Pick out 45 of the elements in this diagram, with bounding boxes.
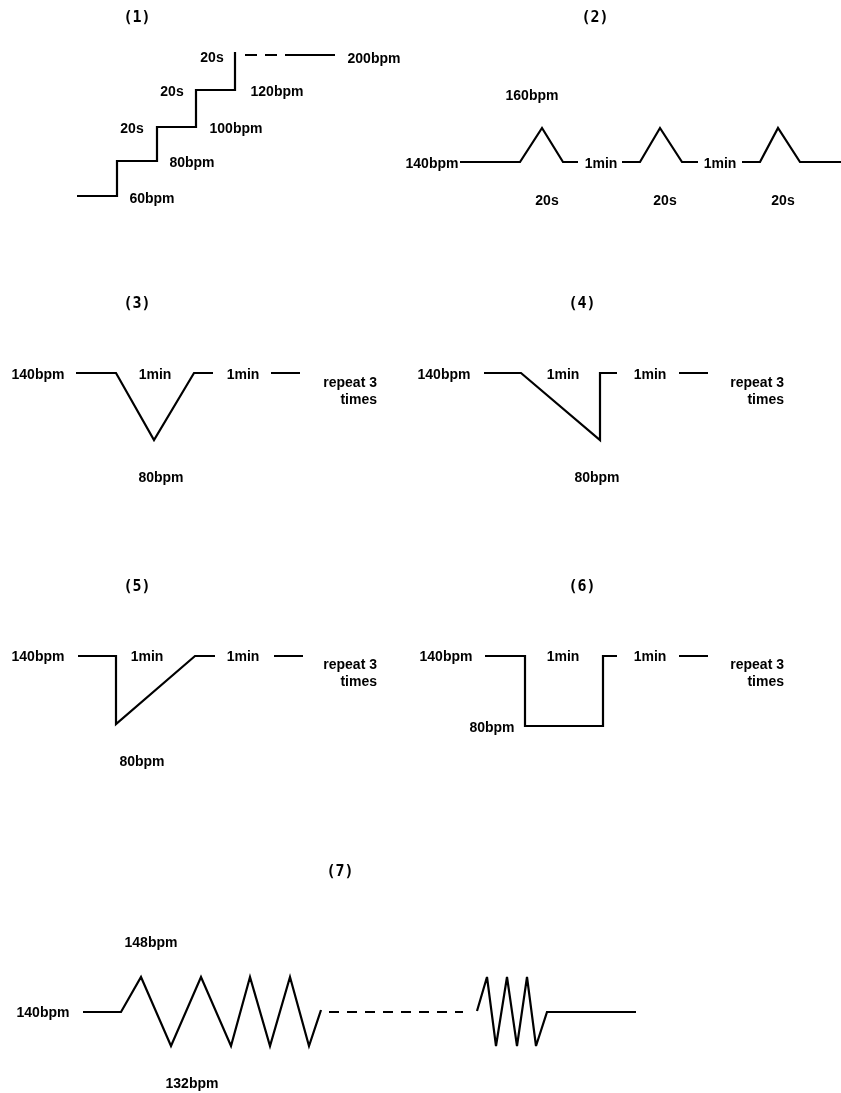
heart-rate-label: 60bpm <box>129 189 175 207</box>
panel-number: (2) <box>581 8 609 26</box>
duration-label: 1min <box>703 154 737 172</box>
duration-label: 1min <box>584 154 618 172</box>
heart-rate-label: 140bpm <box>419 647 473 665</box>
duration-label: 1min <box>226 647 260 665</box>
repeat-note: repeat 3 times <box>322 656 377 690</box>
panel-number: (1) <box>123 8 151 26</box>
repeat-note: repeat 3 times <box>322 374 377 408</box>
repeat-note: repeat 3 times <box>729 656 784 690</box>
panel-number: (6) <box>568 577 596 595</box>
heart-rate-label: 100bpm <box>209 119 263 137</box>
repeat-note: repeat 3 times <box>729 374 784 408</box>
duration-label: 1min <box>633 647 667 665</box>
duration-label: 1min <box>546 365 580 383</box>
heart-rate-label: 132bpm <box>165 1074 219 1092</box>
heart-rate-label: 140bpm <box>417 365 471 383</box>
heart-rate-label: 80bpm <box>119 752 165 770</box>
heart-rate-label: 80bpm <box>138 468 184 486</box>
heart-rate-label: 148bpm <box>124 933 178 951</box>
duration-label: 20s <box>120 119 144 137</box>
duration-label: 20s <box>771 191 795 209</box>
heart-rate-label: 120bpm <box>250 82 304 100</box>
heart-rate-label: 160bpm <box>505 86 559 104</box>
heart-rate-label: 140bpm <box>405 154 459 172</box>
duration-label: 20s <box>160 82 184 100</box>
duration-label: 20s <box>535 191 559 209</box>
heart-rate-label: 140bpm <box>16 1003 70 1021</box>
panel-number: (4) <box>568 294 596 312</box>
heart-rate-label: 140bpm <box>11 647 65 665</box>
panel-number: (5) <box>123 577 151 595</box>
heart-rate-label: 80bpm <box>469 718 515 736</box>
heart-rate-label: 200bpm <box>347 49 401 67</box>
heart-rate-label: 80bpm <box>169 153 215 171</box>
duration-label: 1min <box>546 647 580 665</box>
duration-label: 1min <box>130 647 164 665</box>
duration-label: 1min <box>633 365 667 383</box>
heart-rate-label: 80bpm <box>574 468 620 486</box>
duration-label: 20s <box>200 48 224 66</box>
duration-label: 1min <box>138 365 172 383</box>
duration-label: 1min <box>226 365 260 383</box>
heart-rate-label: 140bpm <box>11 365 65 383</box>
duration-label: 20s <box>653 191 677 209</box>
panel-number: (7) <box>326 862 354 880</box>
panel-number: (3) <box>123 294 151 312</box>
